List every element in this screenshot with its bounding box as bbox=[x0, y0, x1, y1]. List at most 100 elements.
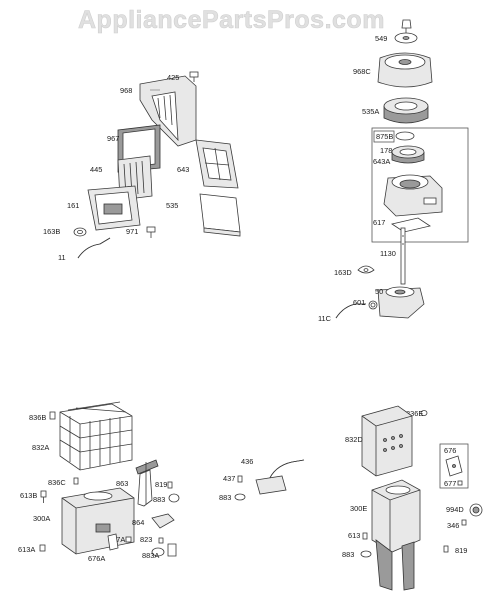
kit-676-box bbox=[439, 443, 469, 489]
label-11c: 11C bbox=[318, 314, 332, 323]
label-178: 178 bbox=[380, 146, 392, 155]
part-11c-tube[interactable] bbox=[335, 303, 366, 319]
label-883-c: 883 bbox=[342, 550, 354, 559]
part-971-screw[interactable] bbox=[146, 226, 156, 238]
label-300a: 300A bbox=[33, 514, 50, 523]
part-425-screw[interactable] bbox=[189, 71, 199, 82]
part-863-bracket[interactable] bbox=[135, 459, 159, 507]
part-864-shield[interactable] bbox=[151, 513, 175, 529]
part-832d-guard[interactable] bbox=[361, 405, 413, 477]
part-50-base[interactable] bbox=[377, 286, 425, 319]
label-832a: 832A bbox=[32, 443, 49, 452]
part-883a-clamp[interactable] bbox=[151, 543, 177, 557]
part-top-nut[interactable] bbox=[401, 19, 412, 33]
part-883-clamp-c[interactable] bbox=[360, 550, 372, 558]
label-836b: 836B bbox=[29, 413, 46, 422]
part-832a-guard[interactable] bbox=[59, 401, 133, 471]
part-883-clamp-a[interactable] bbox=[168, 493, 180, 503]
label-864: 864 bbox=[132, 518, 144, 527]
part-617-gasket[interactable] bbox=[391, 217, 431, 233]
label-836c: 836C bbox=[48, 478, 66, 487]
part-819-screw-a[interactable] bbox=[167, 481, 173, 489]
part-994d-cap[interactable] bbox=[469, 503, 483, 517]
label-425: 425 bbox=[167, 73, 179, 82]
part-819-screw-b[interactable] bbox=[443, 545, 449, 553]
label-549: 549 bbox=[375, 34, 387, 43]
label-50: 50 bbox=[375, 287, 383, 296]
label-819-b: 819 bbox=[455, 546, 467, 555]
label-300e: 300E bbox=[350, 504, 367, 513]
part-549-washer[interactable] bbox=[394, 32, 418, 44]
part-613-screw[interactable] bbox=[362, 532, 368, 540]
part-883-clamp-b[interactable] bbox=[234, 493, 246, 501]
label-1130: 1130 bbox=[380, 249, 396, 258]
air-cleaner-assembly-top-right: 549 968C 535A 875B 178 643A bbox=[318, 19, 469, 323]
label-535a: 535A bbox=[362, 107, 379, 116]
part-163b-gasket[interactable] bbox=[73, 227, 87, 237]
label-994d: 994D bbox=[446, 505, 464, 514]
label-883-a: 883 bbox=[153, 495, 165, 504]
muffler-assembly-bottom-left: 836B 832A 836C 613B bbox=[18, 401, 180, 563]
part-613b-screw[interactable] bbox=[40, 490, 47, 503]
label-163b: 163B bbox=[43, 227, 60, 236]
part-436-deflector[interactable] bbox=[255, 459, 305, 495]
part-601-clamp[interactable] bbox=[368, 300, 378, 310]
part-836e-screw[interactable] bbox=[420, 410, 428, 416]
part-535a-prefilter[interactable] bbox=[383, 97, 429, 124]
label-601: 601 bbox=[353, 298, 365, 307]
part-163d-gasket[interactable] bbox=[357, 265, 375, 274]
part-677a-nut[interactable] bbox=[125, 536, 132, 543]
part-housing[interactable] bbox=[383, 174, 443, 217]
label-823: 823 bbox=[140, 535, 152, 544]
label-819-a: 819 bbox=[155, 480, 167, 489]
label-11: 11 bbox=[58, 253, 66, 262]
label-968c: 968C bbox=[353, 67, 371, 76]
label-967: 967 bbox=[107, 134, 119, 143]
label-676a: 676A bbox=[88, 554, 105, 563]
part-178-oring[interactable] bbox=[395, 131, 415, 141]
part-535-prefilter[interactable] bbox=[199, 193, 241, 237]
part-1130-rod[interactable] bbox=[400, 227, 406, 285]
deflector-assembly: 436 437 883 bbox=[219, 457, 305, 502]
kit-875b-box bbox=[371, 127, 469, 243]
label-613a: 613A bbox=[18, 545, 35, 554]
part-643-precleaner[interactable] bbox=[195, 139, 239, 189]
label-677: 677 bbox=[444, 479, 456, 488]
label-883-b: 883 bbox=[219, 493, 231, 502]
part-677-nut[interactable] bbox=[457, 480, 463, 486]
part-613a-screw[interactable] bbox=[39, 544, 46, 552]
part-300a-muffler[interactable] bbox=[61, 487, 135, 555]
part-161-base[interactable] bbox=[87, 185, 141, 231]
label-445: 445 bbox=[90, 165, 102, 174]
part-300e-muffler[interactable] bbox=[371, 479, 421, 591]
watermark: AppliancePartsPros.com bbox=[78, 6, 385, 34]
label-875b: 875B bbox=[376, 132, 393, 141]
part-bracket-small[interactable] bbox=[107, 533, 119, 551]
part-11-tube[interactable] bbox=[77, 237, 111, 259]
label-161: 161 bbox=[67, 201, 79, 210]
label-163d: 163D bbox=[334, 268, 352, 277]
part-346-screw[interactable] bbox=[461, 519, 467, 526]
label-643a: 643A bbox=[373, 157, 390, 166]
label-535: 535 bbox=[166, 201, 178, 210]
part-968-cover[interactable] bbox=[139, 75, 197, 147]
part-836b-screw[interactable] bbox=[49, 411, 56, 420]
part-836c-screw[interactable] bbox=[73, 477, 79, 485]
label-971: 971 bbox=[126, 227, 138, 236]
label-346: 346 bbox=[447, 521, 459, 530]
part-643a-element[interactable] bbox=[391, 145, 425, 164]
label-676: 676 bbox=[444, 446, 456, 455]
label-832d: 832D bbox=[345, 435, 363, 444]
part-823-screw[interactable] bbox=[158, 537, 164, 544]
label-643: 643 bbox=[177, 165, 189, 174]
part-437-screw[interactable] bbox=[237, 475, 243, 483]
label-836e: 836E bbox=[406, 409, 423, 418]
part-676-guard-small[interactable] bbox=[445, 455, 463, 477]
muffler-assembly-bottom-right: 836E 832D 676 677 bbox=[342, 405, 483, 591]
part-968c-cover[interactable] bbox=[377, 52, 433, 88]
label-863: 863 bbox=[116, 479, 128, 488]
label-436: 436 bbox=[241, 457, 253, 466]
label-968: 968 bbox=[120, 86, 132, 95]
label-617: 617 bbox=[373, 218, 385, 227]
